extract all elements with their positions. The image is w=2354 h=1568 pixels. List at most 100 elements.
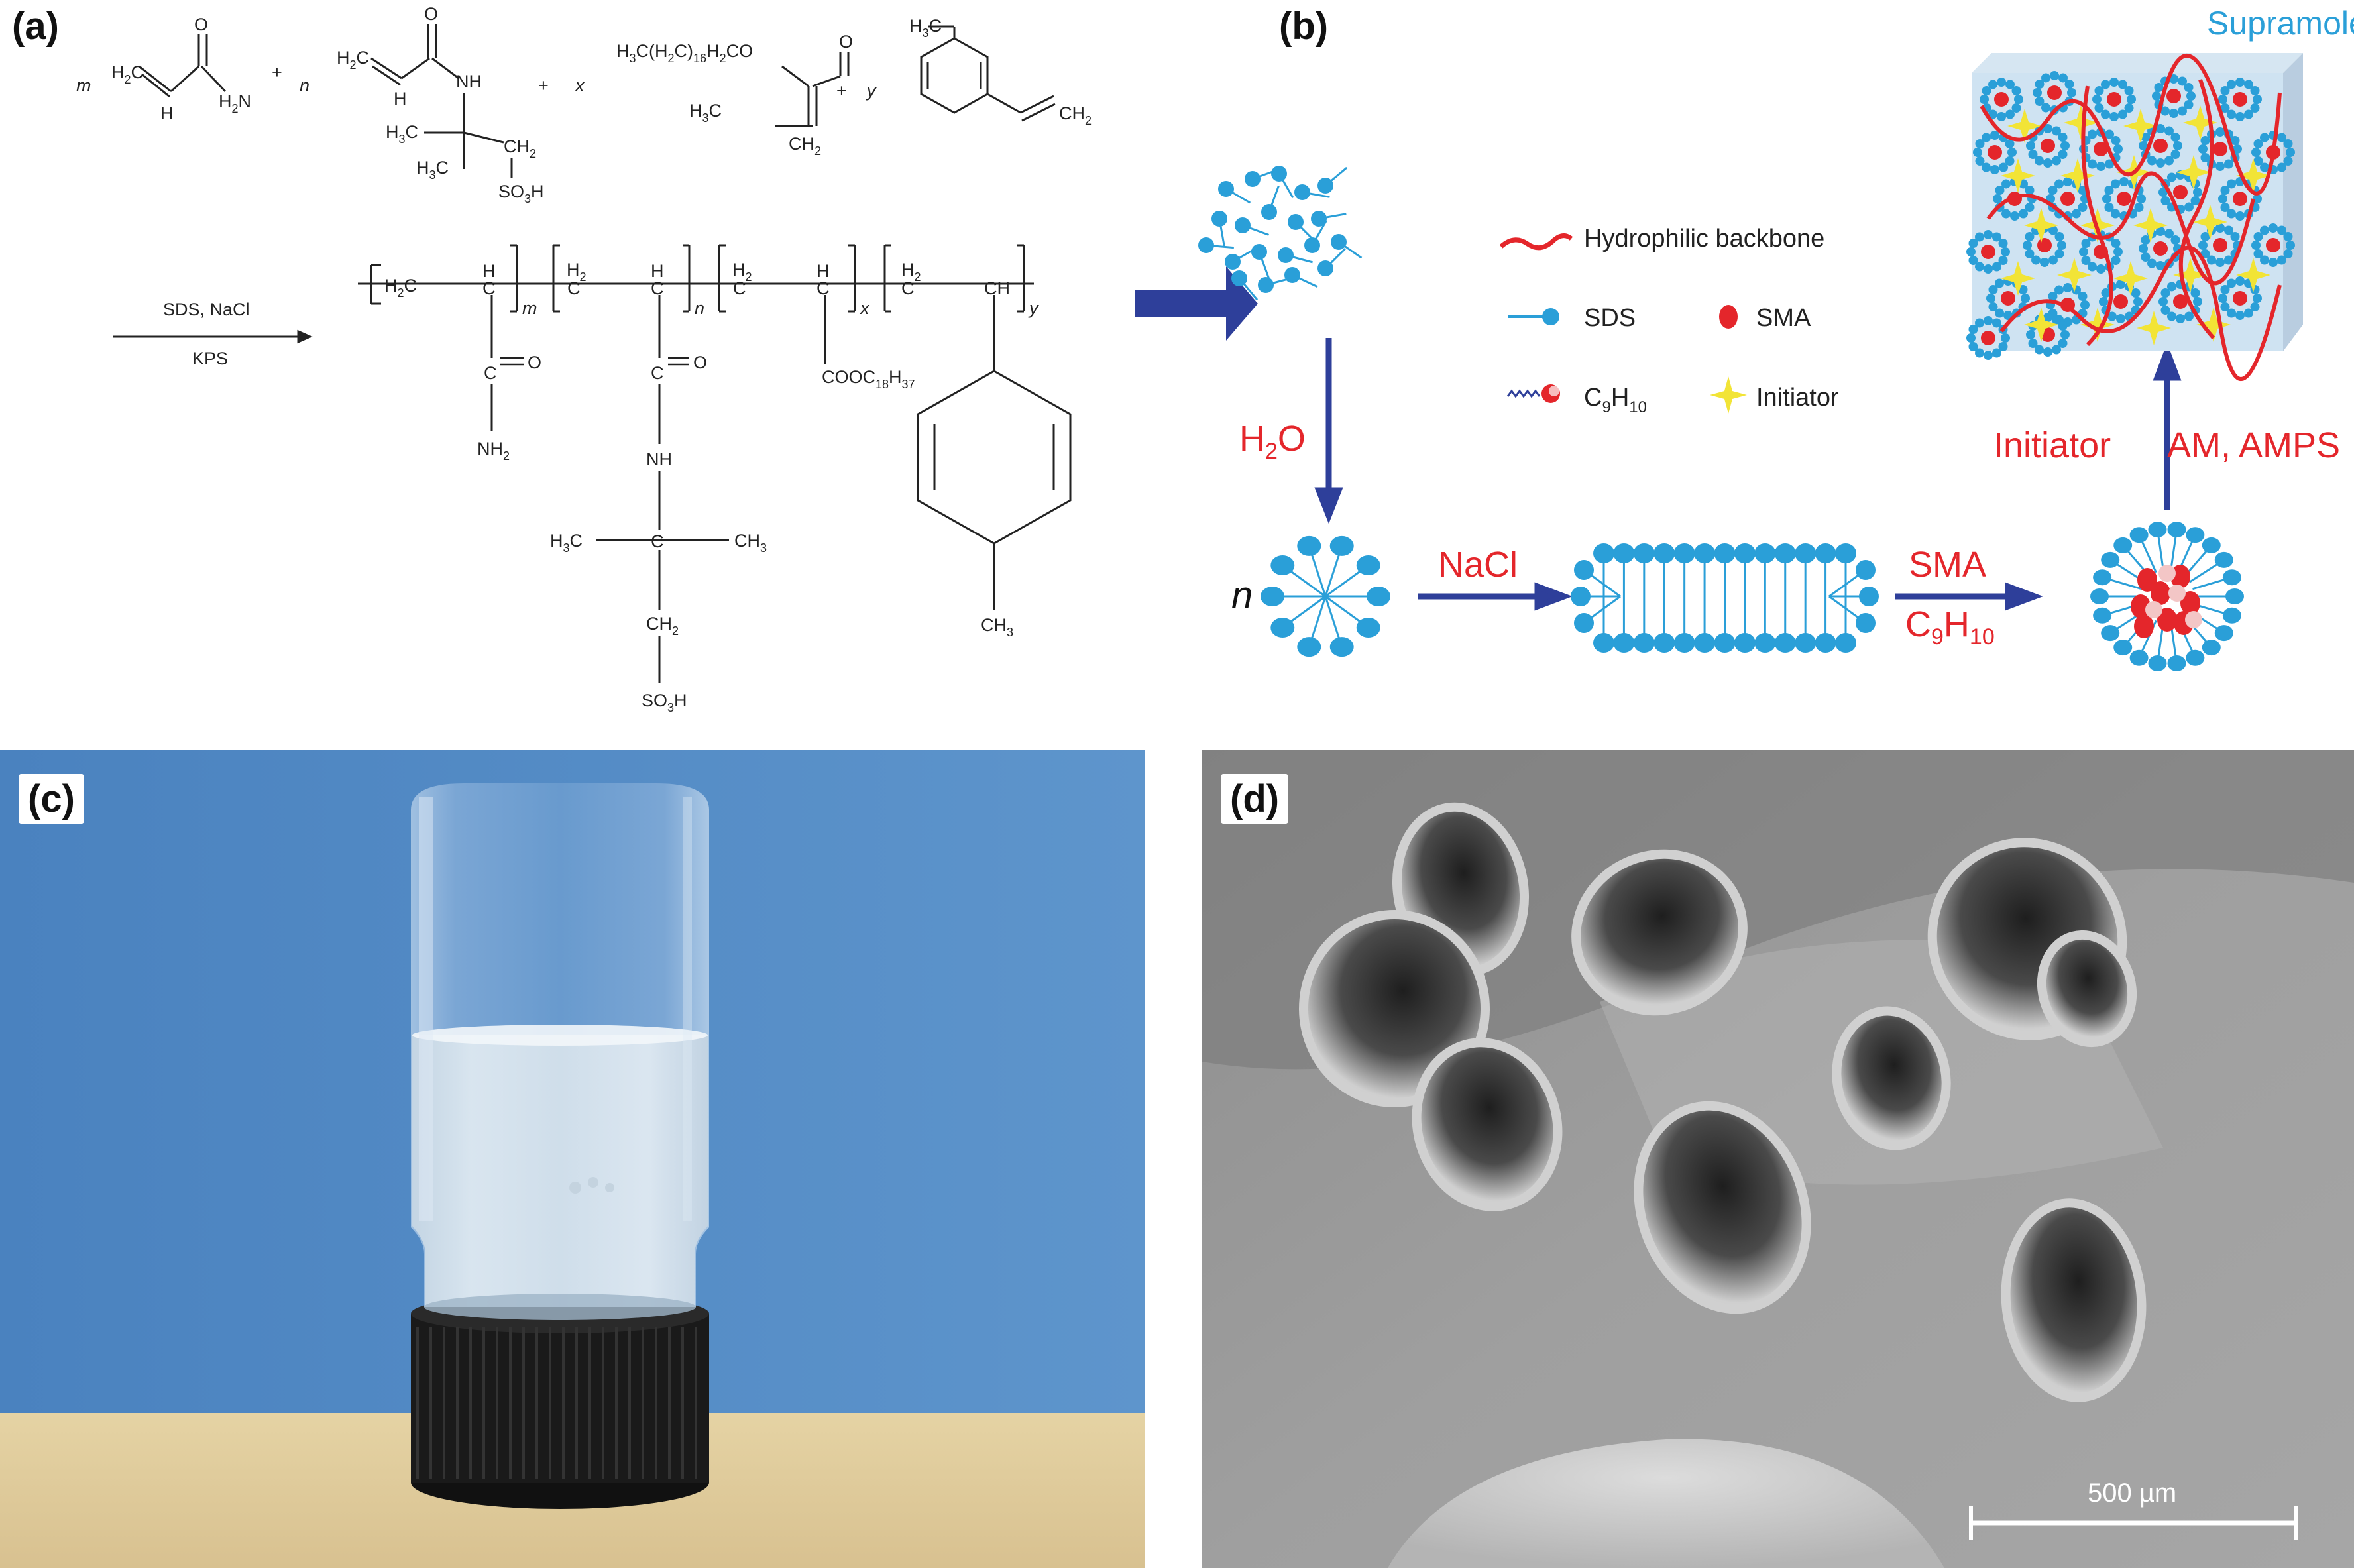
vial-photo	[0, 750, 1145, 1568]
sub-y: y	[1028, 298, 1039, 318]
svg-text:CH2: CH2	[646, 614, 679, 638]
am-h: H	[160, 103, 174, 123]
pore	[1308, 919, 1481, 1098]
sma-label: SMA	[1909, 545, 1986, 585]
prod-o-2: O	[693, 353, 707, 372]
reaction-scheme: m H2C H O H2N + n H2C H O NH H3C H3C CH2…	[76, 4, 1092, 714]
panel-b: H2O n NaCl SMA C9H10 Initiator AM, AMPS …	[1127, 0, 2354, 736]
sds-molecule	[1284, 267, 1300, 283]
coef-y: y	[866, 81, 877, 101]
condition-top: SDS, NaCl	[163, 300, 250, 319]
coef-x: x	[574, 76, 585, 95]
svg-text:C: C	[816, 278, 830, 298]
pore	[1643, 1110, 1802, 1305]
condition-bottom: KPS	[192, 349, 228, 368]
svg-text:NH2: NH2	[477, 439, 510, 463]
sds-molecule	[1231, 270, 1247, 286]
sds-molecule	[1245, 171, 1261, 187]
sds-molecule	[1317, 260, 1333, 276]
am-o: O	[194, 15, 208, 34]
sds-molecule	[1294, 184, 1310, 200]
legend-c9h10: C9H10	[1584, 384, 1647, 416]
sds-molecule	[1211, 211, 1227, 227]
star-micelle	[1261, 535, 1390, 657]
svg-text:H2N: H2N	[219, 91, 251, 115]
pore	[2046, 939, 2128, 1038]
svg-text:CH2: CH2	[1059, 103, 1092, 127]
svg-text:H3C: H3C	[386, 122, 418, 146]
svg-text:SO3H: SO3H	[498, 182, 544, 205]
sds-molecule	[1331, 234, 1347, 250]
panel-c: (c)	[0, 750, 1145, 1568]
panel-a-label: (a)	[12, 5, 59, 48]
sem-image: 500 µm	[1202, 750, 2354, 1568]
sds-molecule	[1261, 204, 1277, 220]
legend-initiator-mark	[1710, 376, 1747, 414]
svg-text:C: C	[733, 278, 746, 298]
sub-n: n	[695, 298, 704, 318]
c9h10-label: C9H10	[1905, 604, 1995, 649]
gel-title: Supramolecular gel	[2207, 5, 2354, 42]
gel-content	[412, 1035, 708, 1307]
glass-vial	[411, 783, 709, 1320]
initiator-label: Initiator	[1993, 425, 2111, 465]
legend-sds: SDS	[1584, 304, 1636, 332]
panel-b-label: (b)	[1279, 5, 1329, 48]
scale-bar: 500 µm	[1969, 1479, 2298, 1540]
pore	[2010, 1207, 2137, 1393]
am-amps-label: AM, AMPS	[2167, 425, 2340, 465]
panel-c-label: (c)	[19, 774, 84, 824]
water-label: H2O	[1239, 419, 1306, 464]
amps-o: O	[424, 4, 438, 24]
svg-text:C: C	[567, 278, 581, 298]
sds-cluster	[1198, 166, 1363, 301]
svg-text:C: C	[651, 532, 664, 551]
coef-n: n	[300, 76, 309, 95]
svg-text:CH3: CH3	[734, 531, 767, 555]
sub-m: m	[522, 298, 537, 318]
svg-text:H3C: H3C	[416, 158, 449, 182]
panel-d-label: (d)	[1221, 774, 1289, 824]
sds-molecule	[1288, 214, 1304, 230]
svg-text:C: C	[901, 278, 915, 298]
svg-text:C: C	[651, 363, 664, 383]
vial-cap	[411, 1294, 709, 1509]
legend-backbone-mark	[1499, 233, 1573, 251]
svg-text:H2C: H2C	[337, 48, 369, 72]
n-label: n	[1231, 574, 1253, 617]
bilayer	[1571, 543, 1879, 653]
foreground-bulge	[1388, 1439, 1944, 1568]
plus-3: +	[836, 81, 847, 101]
sds-molecule	[1271, 166, 1287, 182]
scale-bar-label: 500 µm	[2088, 1479, 2176, 1508]
svg-text:C: C	[482, 278, 496, 298]
sds-molecule	[1258, 277, 1274, 293]
gel-cube	[1966, 53, 2303, 381]
svg-text:CH2: CH2	[789, 134, 821, 158]
svg-text:C: C	[484, 363, 497, 383]
legend-sma: SMA	[1756, 304, 1811, 332]
sds-molecule	[1317, 178, 1333, 194]
prod-nh: NH	[646, 449, 672, 469]
micelle-scheme: H2O n NaCl SMA C9H10 Initiator AM, AMPS …	[1135, 5, 2354, 671]
svg-text:H: H	[651, 261, 664, 281]
pore	[1581, 858, 1738, 1007]
sds-molecule	[1198, 237, 1214, 253]
svg-text:COOC18H37: COOC18H37	[822, 367, 915, 391]
sma-o: O	[839, 32, 853, 52]
legend-initiator: Initiator	[1756, 384, 1839, 412]
panel-a: (a)	[0, 0, 1127, 736]
legend-sma-mark	[1719, 305, 1738, 329]
svg-text:CH3: CH3	[981, 615, 1013, 639]
legend: Hydrophilic backbone SDS SMA C9H10 Initi…	[1499, 225, 1839, 416]
svg-text:SO3H: SO3H	[642, 691, 687, 714]
sds-molecule	[1218, 181, 1234, 197]
sds-molecule	[1225, 254, 1241, 270]
amps-nh: NH	[456, 72, 482, 91]
svg-text:H3C: H3C	[909, 16, 942, 40]
sds-molecule	[1251, 244, 1267, 260]
svg-text:H3C: H3C	[689, 101, 722, 125]
svg-text:H2C: H2C	[384, 276, 417, 300]
coef-m: m	[76, 76, 91, 95]
svg-text:H3C: H3C	[550, 531, 583, 555]
